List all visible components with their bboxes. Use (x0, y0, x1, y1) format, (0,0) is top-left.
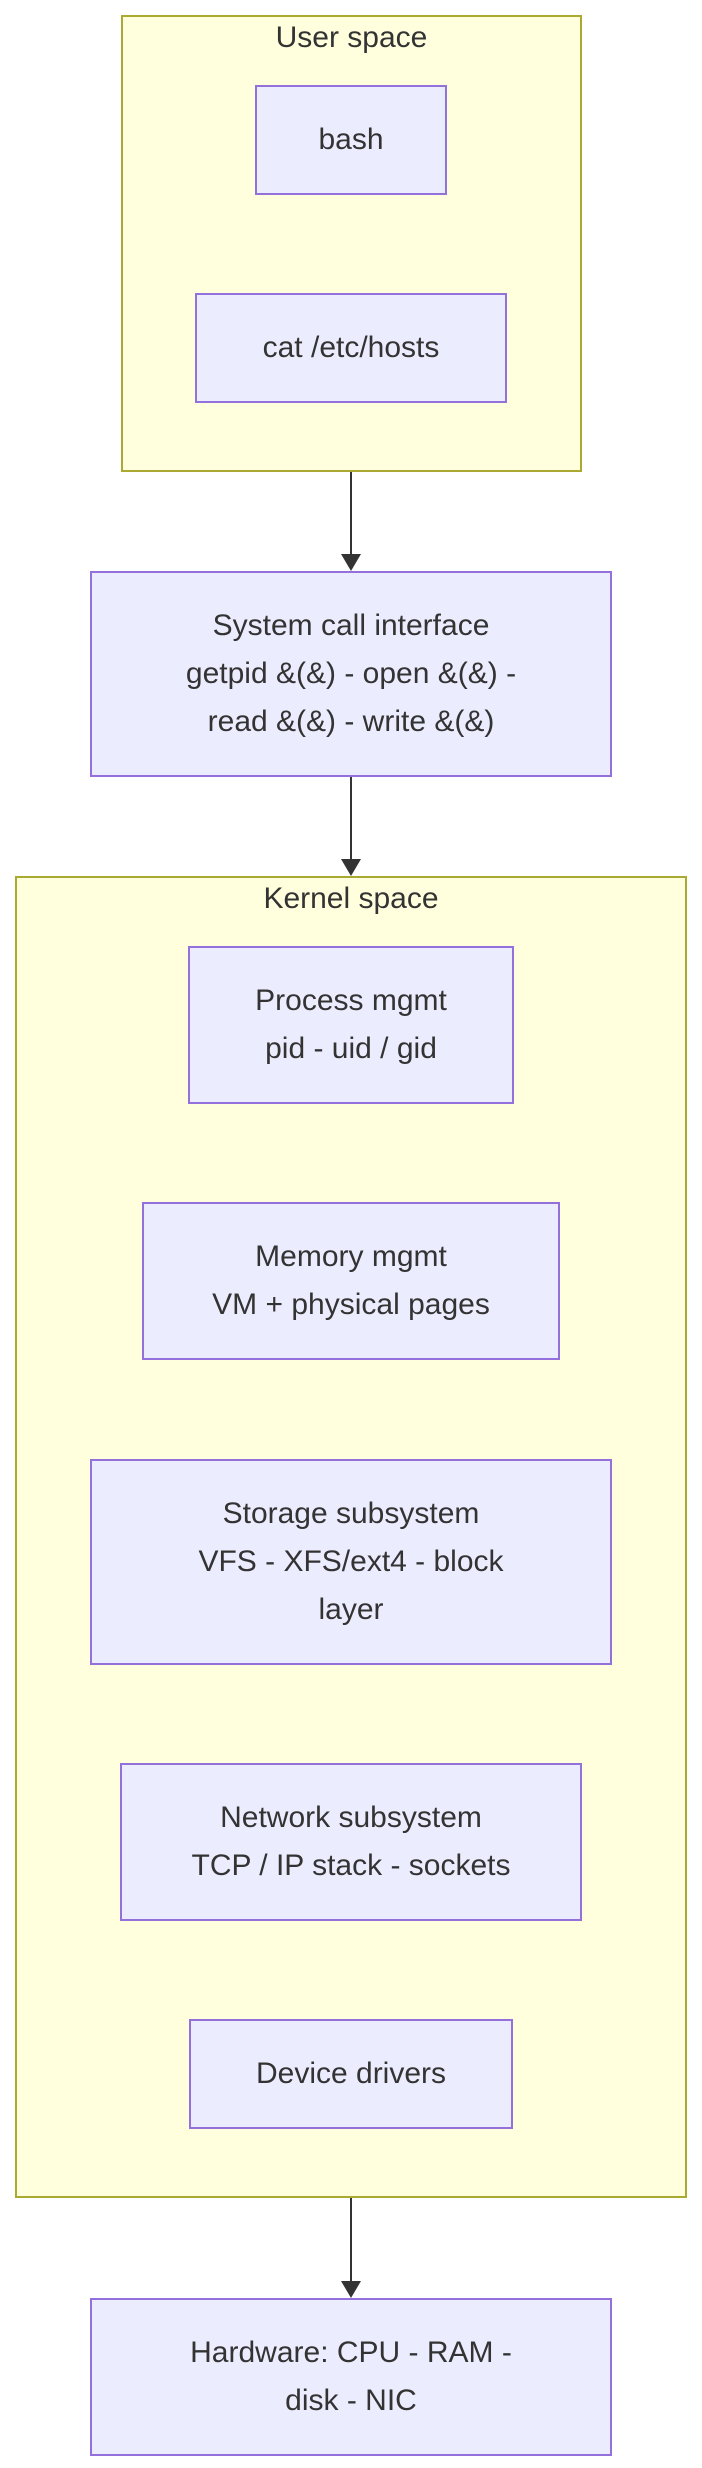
cat-hosts-node: cat /etc/hosts (195, 293, 507, 403)
user-space-title: User space (275, 21, 428, 54)
bash-label: bash (318, 123, 384, 156)
process-mgmt-line-1: Process mgmt (255, 984, 447, 1017)
bash-node: bash (255, 85, 447, 195)
syscall-interface-node: System call interface getpid &(&) - open… (90, 571, 612, 777)
hardware-line-1: Hardware: CPU - RAM - (190, 2336, 512, 2369)
edge-syscall-to-kernel (341, 777, 361, 876)
network-subsystem-node: Network subsystem TCP / IP stack - socke… (120, 1763, 582, 1921)
process-mgmt-line-2: pid - uid / gid (265, 1032, 437, 1065)
memory-mgmt-line-1: Memory mgmt (255, 1240, 447, 1273)
kernel-space-title: Kernel space (263, 882, 439, 915)
network-line-2: TCP / IP stack - sockets (191, 1849, 511, 1882)
memory-mgmt-line-2: VM + physical pages (212, 1288, 490, 1321)
storage-line-2: VFS - XFS/ext4 - block (198, 1545, 504, 1578)
hardware-node: Hardware: CPU - RAM - disk - NIC (90, 2298, 612, 2456)
network-line-1: Network subsystem (220, 1801, 482, 1834)
storage-line-3: layer (318, 1593, 384, 1626)
device-drivers-label: Device drivers (255, 2057, 447, 2090)
edge-kernel-to-hardware (341, 2198, 361, 2298)
edge-user-to-syscall (341, 472, 361, 571)
device-drivers-node: Device drivers (189, 2019, 513, 2129)
syscall-line-1: System call interface (212, 609, 490, 642)
syscall-line-2: getpid &(&) - open &(&) - (185, 657, 517, 690)
user-space-cluster: User space (121, 15, 582, 472)
storage-subsystem-node: Storage subsystem VFS - XFS/ext4 - block… (90, 1459, 612, 1665)
hardware-line-2: disk - NIC (285, 2384, 417, 2417)
storage-line-1: Storage subsystem (222, 1497, 480, 1530)
process-mgmt-node: Process mgmt pid - uid / gid (188, 946, 514, 1104)
memory-mgmt-node: Memory mgmt VM + physical pages (142, 1202, 560, 1360)
syscall-line-3: read &(&) - write &(&) (207, 705, 495, 738)
cat-hosts-label: cat /etc/hosts (262, 331, 440, 364)
